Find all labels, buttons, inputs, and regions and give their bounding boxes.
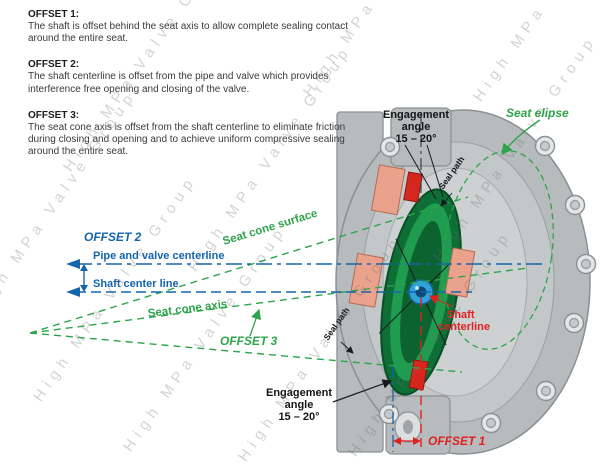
shaft-centerline-leader-arrow <box>428 295 454 308</box>
shaft-packing-blocks <box>348 164 476 308</box>
offset3-leader-arrow <box>249 308 261 337</box>
pipe-and-valve-centerline-label: Pipe and valve centerline <box>93 250 224 262</box>
engagement-angle-top-label-line3: 15 – 20° <box>395 133 436 145</box>
bolt-hole <box>535 380 557 402</box>
offset1-dimension <box>393 437 421 445</box>
engagement-top-angle-line <box>404 144 437 200</box>
centerline-left-arrow-icon <box>66 287 80 297</box>
seat-elipse-leader-arrow <box>501 119 541 156</box>
seat-cone-surface-label: Seat cone surface <box>221 208 319 248</box>
offset-2-label: OFFSET 2 <box>84 230 142 244</box>
offset-2-title: OFFSET 2: <box>28 59 80 71</box>
bolt-hole <box>480 412 502 434</box>
offset2-dimension <box>80 264 88 292</box>
offset-3-description: OFFSET 3: The seat cone axis is offset f… <box>28 109 348 159</box>
shaft-centerline-label-line2: centerline <box>438 321 490 333</box>
seat-cone-lines <box>29 196 529 373</box>
bolt-hole <box>575 253 597 275</box>
seat-cone-surface-upper-line <box>29 196 469 334</box>
bolt-hole <box>379 136 401 158</box>
shaft-center-line-label: Shaft center line <box>93 278 179 290</box>
offset-1-label: OFFSET 1 <box>428 434 486 448</box>
engagement-angle-bottom-label-line3: 15 – 20° <box>278 411 319 423</box>
offset-1-body: The shaft is offset behind the seat axis… <box>28 21 348 45</box>
bolt-hole <box>564 194 586 216</box>
offset-descriptions: OFFSET 1: The shaft is offset behind the… <box>28 8 348 171</box>
offset-2-body: The shaft centerline is offset from the … <box>28 71 329 95</box>
seat-cone-axis-label: Seat cone axis <box>147 298 228 320</box>
seal-path-lower-leader-arrow <box>340 341 354 354</box>
offset-1-description: OFFSET 1: The shaft is offset behind the… <box>28 8 348 45</box>
flange-bolt-holes <box>378 135 597 434</box>
offset-3-title: OFFSET 3: <box>28 109 80 121</box>
centerline-left-arrow-icon <box>66 259 80 269</box>
engagement-top-angle-line <box>426 144 444 198</box>
engagement-angle-bottom-label-line2: angle <box>285 399 314 411</box>
offset-3-body: The seat cone axis is offset from the sh… <box>28 121 346 158</box>
shaft-centerline-label-line1: Shaft <box>447 309 475 321</box>
engagement-angle-top-label-line2: angle <box>402 121 431 133</box>
engagement-angle-bottom-label-line1: Engagement <box>266 387 332 399</box>
offset-1-title: OFFSET 1: <box>28 9 80 20</box>
engagement-bottom-leader-arrow <box>332 379 393 403</box>
bolt-hole <box>534 135 556 157</box>
seat-cone-surface-lower-line <box>29 332 463 373</box>
seat-elipse-label: Seat elipse <box>506 106 569 120</box>
bolt-hole <box>563 312 585 334</box>
seal-path-upper-leader-arrow <box>440 192 453 207</box>
offset-3-label: OFFSET 3 <box>220 334 278 348</box>
bolt-hole <box>378 403 400 425</box>
engagement-angle-top-label-line1: Engagement <box>383 109 449 121</box>
offset-2-description: OFFSET 2: The shaft centerline is offset… <box>28 58 348 95</box>
